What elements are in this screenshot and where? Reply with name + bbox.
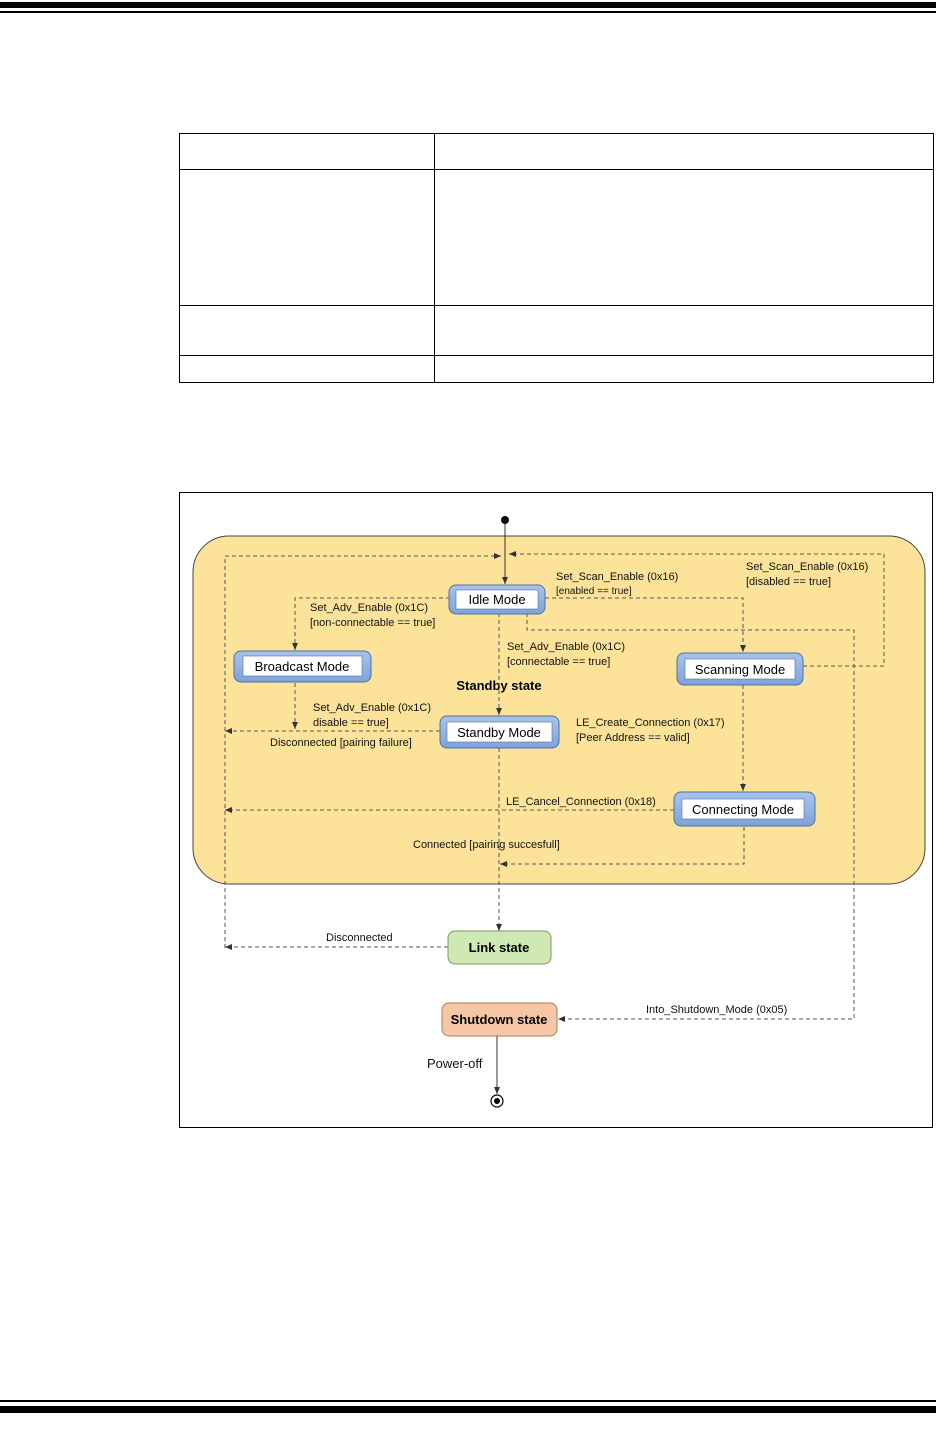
initial-state-dot [501,516,509,524]
label-adv-conn-2: [connectable == true] [507,656,610,668]
shutdown-state-label: Shutdown state [451,1012,548,1027]
label-create-conn-1: LE_Create_Connection (0x17) [576,717,725,729]
label-power-off: Power-off [427,1056,483,1071]
link-state-box [447,930,552,965]
edge-scanning-to-idle [509,551,885,667]
final-state-inner [494,1098,500,1104]
link-state-label: Link state [469,940,530,955]
scanning-mode-label: Scanning Mode [695,662,785,677]
table-row [179,355,934,383]
transition-lines [224,551,885,1022]
label-adv-disable-2: disable == true] [313,717,389,729]
edge-idle-to-broadcast [292,597,450,650]
label-adv-nonconn-1: Set_Adv_Enable (0x1C) [310,602,428,614]
table-cell [434,355,934,383]
header-rule-thin [0,11,936,13]
table-cell [434,305,934,356]
label-disconnected: Disconnected [326,932,393,944]
label-adv-nonconn-2: [non-connectable == true] [310,617,435,629]
shutdown-state-box [441,1002,558,1037]
edge-idle-to-scanning [545,597,746,652]
table-cell [434,169,934,306]
table-cell [434,133,934,170]
idle-mode-box: Idle Mode [448,584,546,615]
label-adv-disable-1: Set_Adv_Enable (0x1C) [313,702,431,714]
standby-mode-box: Standby Mode [439,715,560,749]
left-bus [224,553,501,948]
label-cancel-conn: LE_Cancel_Connection (0x18) [506,796,656,808]
spec-table [179,133,934,383]
label-pairing-failure: Disconnected [pairing failure] [270,737,412,749]
connecting-mode-box: Connecting Mode [673,791,816,827]
broadcast-mode-label: Broadcast Mode [255,659,350,674]
label-into-shutdown: Into_Shutdown_Mode (0x05) [646,1004,787,1016]
table-row [179,305,934,356]
connecting-mode-label: Connecting Mode [692,802,794,817]
footer-rule-thick [0,1406,936,1413]
label-scan-enable-off-1: Set_Scan_Enable (0x16) [746,561,868,573]
label-scan-enable-on-2: [enabled == true] [556,586,632,597]
table-cell [179,305,435,356]
label-connected: Connected [pairing succesfull] [413,839,560,851]
edge-idle-to-shutdown [526,613,855,1022]
table-cell [179,133,435,170]
table-row [179,169,934,306]
label-adv-conn-1: Set_Adv_Enable (0x1C) [507,641,625,653]
table-cell [179,169,435,306]
label-scan-enable-on-1: Set_Scan_Enable (0x16) [556,571,678,583]
table-cell [179,355,435,383]
label-create-conn-2: [Peer Address == valid] [576,732,690,744]
edge-connecting-to-link [500,827,745,867]
table-header-row [179,133,934,170]
idle-mode-label: Idle Mode [468,592,525,607]
figure-frame [179,492,933,1128]
standby-mode-label: Standby Mode [457,725,541,740]
footer-rule-thin [0,1400,936,1402]
header-rule-thick [0,2,936,8]
label-scan-enable-off-2: [disabled == true] [746,576,831,588]
scanning-mode-box: Scanning Mode [676,652,804,686]
broadcast-mode-box: Broadcast Mode [233,650,372,683]
